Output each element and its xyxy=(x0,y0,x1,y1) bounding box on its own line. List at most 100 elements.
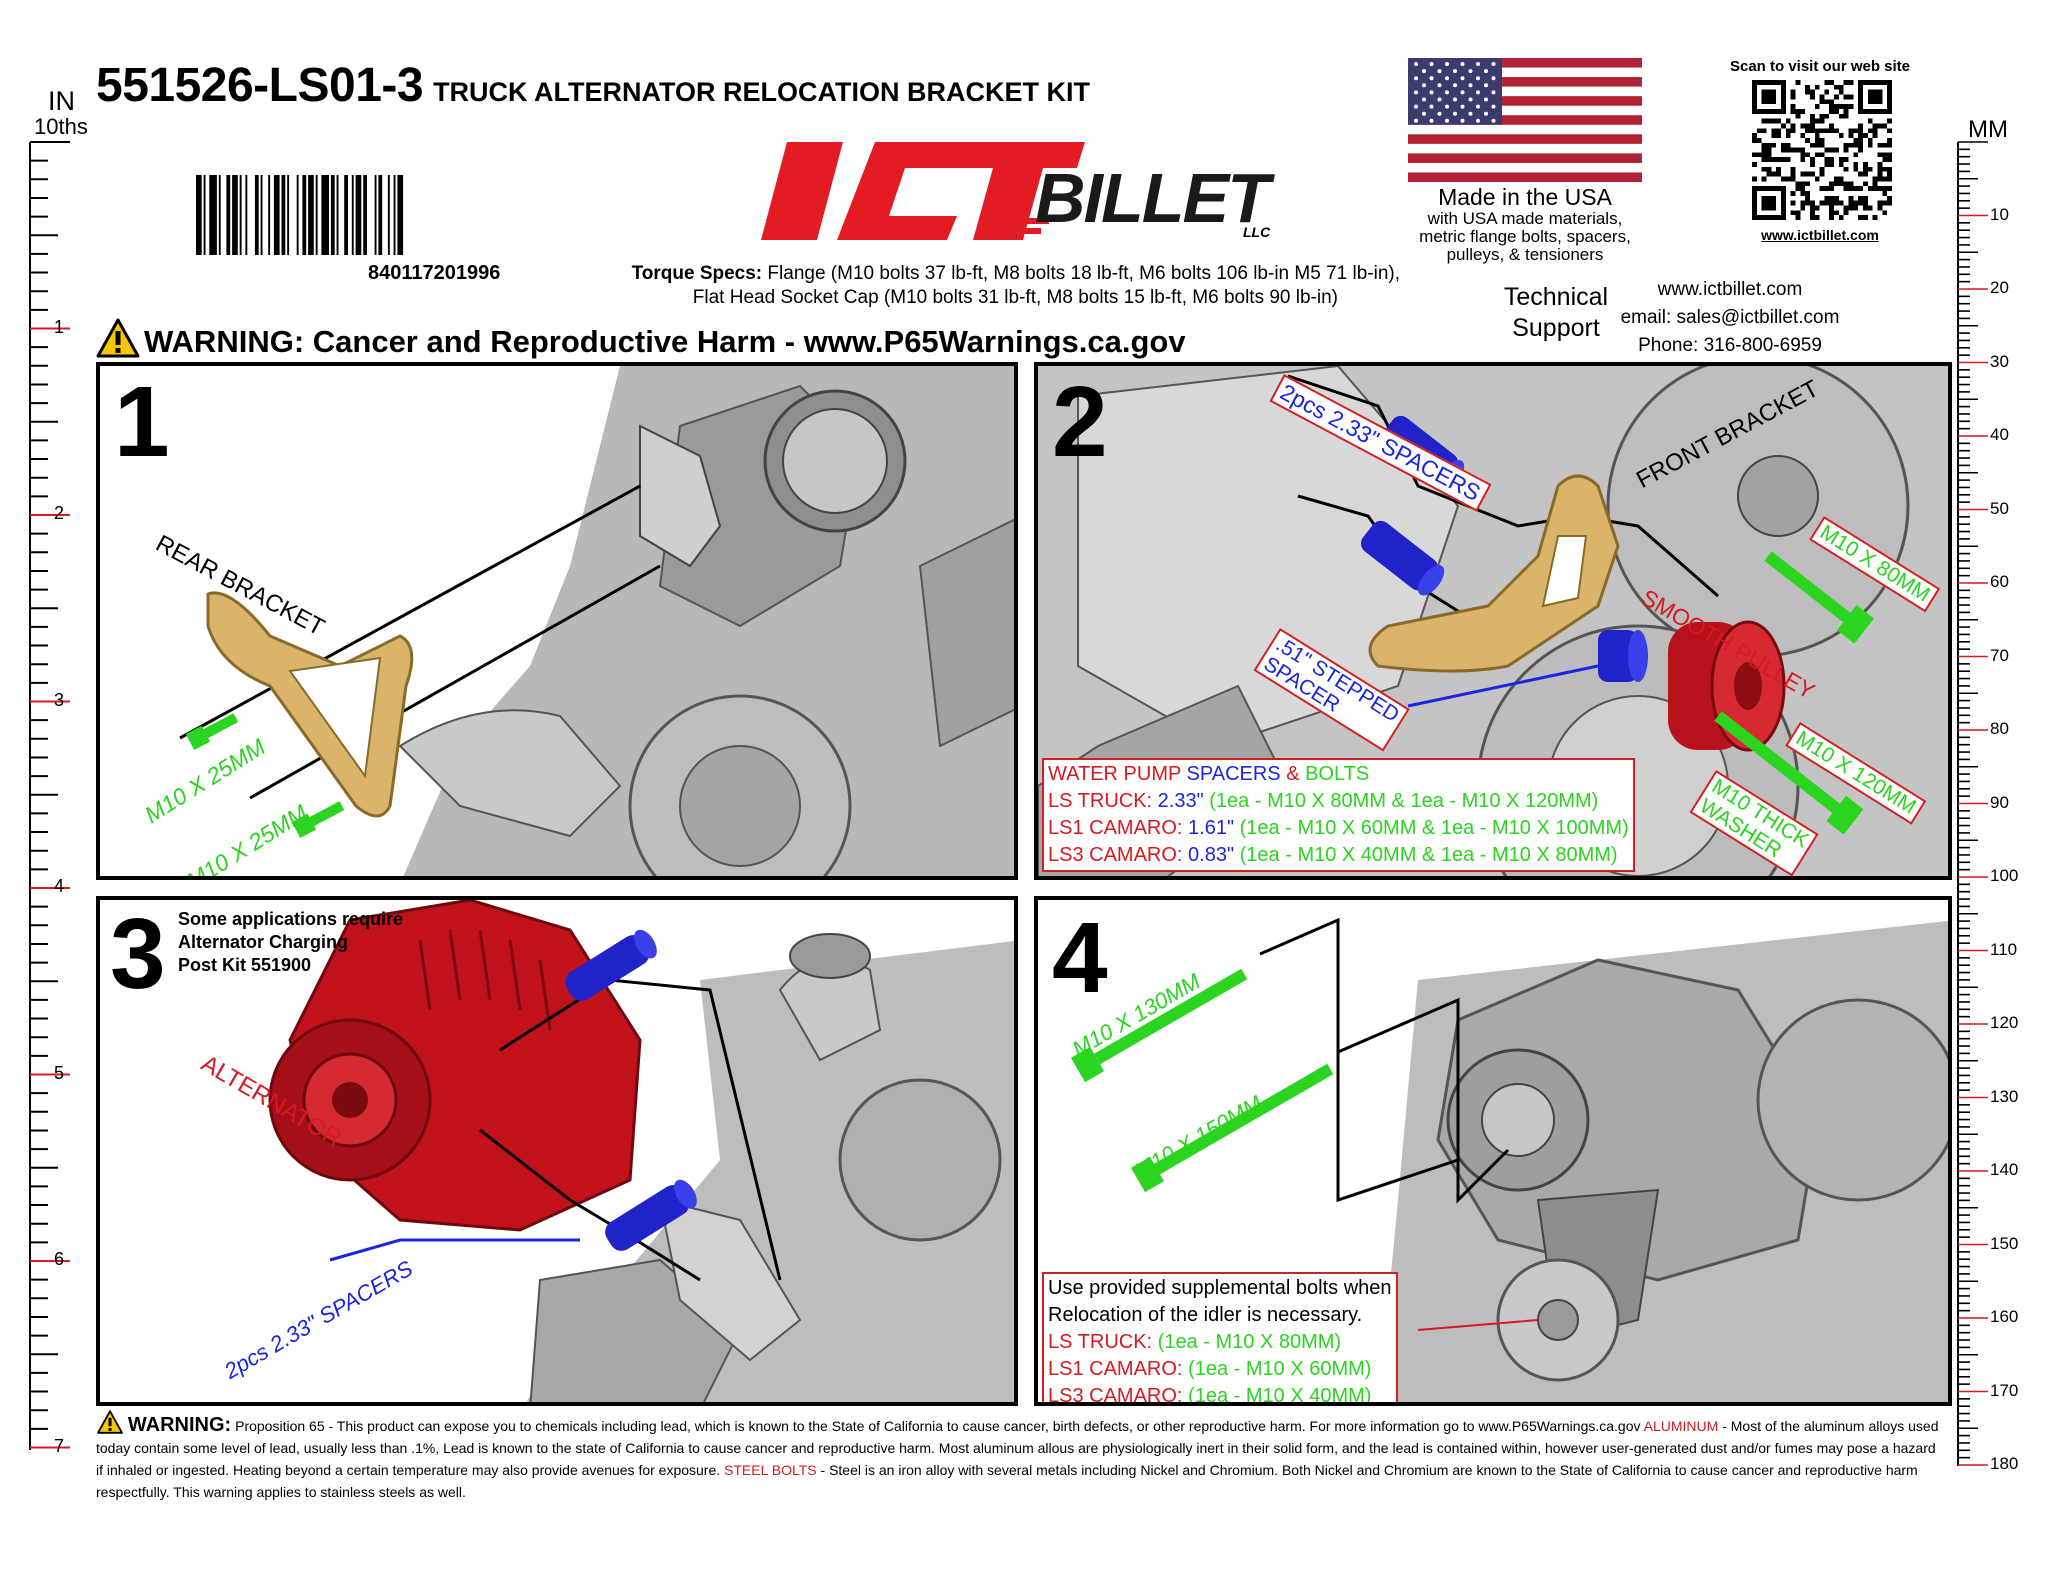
step-3-panel: 3 Some applications require Alternator C… xyxy=(96,896,1018,1406)
inch-tick-label: 4 xyxy=(54,876,65,896)
ict-billet-logo: BILLET LLC xyxy=(725,138,1335,248)
made-in-usa-title: Made in the USA xyxy=(1438,184,1612,210)
top-warning: WARNING: Cancer and Reproductive Harm - … xyxy=(96,318,1186,360)
step-2-panel: 2 2pcs 2.33" SPACERS FRONT BRACKET M10 X… xyxy=(1034,362,1952,880)
torque-label: Torque Specs: xyxy=(631,263,763,284)
step-1-panel: 1 REAR BRACKET M10 X 25MM M10 X 25MM xyxy=(96,362,1018,880)
made-detail-2: metric flange bolts, spacers, xyxy=(1419,227,1631,246)
step-4-panel: 4 M10 X 130MM M10 X 150MM Use provided s… xyxy=(1034,896,1952,1406)
table-row: LS TRUCK: (1ea - M10 X 80MM) xyxy=(1048,1331,1342,1353)
step-2-number: 2 xyxy=(1052,366,1108,478)
technical-support: Technical Support xyxy=(1476,282,1636,344)
top-warning-text: WARNING: Cancer and Reproductive Harm - … xyxy=(144,324,1186,359)
contact-info: www.ictbillet.com email: sales@ictbillet… xyxy=(1580,276,1880,360)
step-4-illustration xyxy=(1071,917,1948,1402)
logo-graphic xyxy=(761,142,1085,240)
note-line-1: Some applications require xyxy=(178,909,404,929)
charging-post-note: Some applications require Alternator Cha… xyxy=(178,908,403,977)
website-link[interactable]: www.ictbillet.com xyxy=(1657,279,1803,300)
step-3-illustration xyxy=(268,900,1014,1402)
mm-tick-label: 100 xyxy=(1990,866,2019,885)
phone-number: Phone: 316-800-6959 xyxy=(1638,335,1822,356)
warning-heading: WARNING: xyxy=(127,1414,232,1436)
inch-tick-label: 2 xyxy=(54,503,65,523)
step-3-number: 3 xyxy=(110,898,166,1010)
kit-title: TRUCK ALTERNATOR RELOCATION BRACKET KIT xyxy=(433,77,1091,107)
mm-tick-label: 50 xyxy=(1990,498,2009,518)
logo-billet-text: BILLET xyxy=(1035,159,1270,237)
made-detail-1: with USA made materials, xyxy=(1427,209,1623,228)
tech-support-line-2: Support xyxy=(1512,314,1600,342)
inch-ruler: IN 10ths 1 2 3 4 5 6 7 xyxy=(0,0,100,1583)
mm-tick-label: 110 xyxy=(1990,939,2018,959)
part-number: 551526-LS01-3 xyxy=(96,59,424,112)
barcode-number: 840117201996 xyxy=(368,262,501,284)
mm-tick-label: 160 xyxy=(1990,1307,2019,1326)
mm-tick-label: 150 xyxy=(1990,1233,2019,1253)
warning-text-1: Proposition 65 - This product can expose… xyxy=(235,1418,1641,1434)
mm-unit-label: MM xyxy=(1968,116,2008,143)
tenths-unit-label: 10ths xyxy=(34,114,88,139)
note-line-3: Post Kit 551900 xyxy=(178,955,312,975)
torque-line-1: Flange (M10 bolts 37 lb-ft, M8 bolts 18 … xyxy=(767,263,1400,284)
bolt-icon xyxy=(291,801,345,838)
mm-tick-label: 130 xyxy=(1990,1086,2019,1106)
step-1-illustration xyxy=(179,366,1014,876)
bolt-icon xyxy=(185,713,239,750)
mm-ruler: MM 10 20 30 40 50 60 70 80 90 100 110 120 130 140 150 1… xyxy=(1950,0,2048,1583)
made-detail-3: pulleys, & tensioners xyxy=(1446,245,1604,264)
inch-tick-label: 5 xyxy=(54,1062,65,1083)
inch-unit-label: IN xyxy=(48,86,75,116)
idler-note-2: Relocation of the idler is necessary. xyxy=(1048,1304,1363,1326)
email-link[interactable]: email: sales@ictbillet.com xyxy=(1620,307,1840,328)
mm-tick-label: 140 xyxy=(1990,1160,2019,1179)
qr-url-link[interactable]: www.ictbillet.com xyxy=(1761,227,1879,243)
table-row: LS1 CAMARO: (1ea - M10 X 60MM) xyxy=(1048,1358,1372,1380)
warning-triangle-icon xyxy=(96,318,140,358)
table-title: WATER PUMP SPACERS & BOLTS xyxy=(1048,763,1370,785)
table-row: LS3 CAMARO: (1ea - M10 X 40MM) xyxy=(1048,1385,1372,1406)
prop65-warning: WARNING: Proposition 65 - This product c… xyxy=(96,1410,1946,1503)
spacer-bolt-table: WATER PUMP SPACERS & BOLTS LS TRUCK: 2.3… xyxy=(1042,758,1635,872)
idler-bolt-table: Use provided supplemental bolts when Rel… xyxy=(1042,1272,1398,1406)
mm-tick-label: 10 xyxy=(1990,204,2009,224)
inch-ruler-ticks xyxy=(29,141,70,1450)
table-row: LS1 CAMARO: 1.61" (1ea - M10 X 60MM & 1e… xyxy=(1048,817,1629,839)
note-line-2: Alternator Charging xyxy=(178,932,349,952)
mm-tick-label: 180 xyxy=(1990,1454,2019,1473)
inch-tick-label: 1 xyxy=(54,316,65,337)
mm-ruler-ticks xyxy=(1957,141,1988,1466)
inch-tick-label: 7 xyxy=(54,1435,65,1456)
steel-bolts-label: STEEL BOLTS xyxy=(724,1462,817,1478)
sheet-title: 551526-LS01-3 TRUCK ALTERNATOR RELOCATION… xyxy=(96,58,1090,113)
us-flag-icon xyxy=(1408,58,1642,182)
mm-tick-label: 70 xyxy=(1990,645,2009,665)
mm-tick-label: 60 xyxy=(1990,572,2009,591)
inch-tick-label: 3 xyxy=(54,689,65,710)
mm-tick-label: 30 xyxy=(1990,351,2009,371)
mm-tick-label: 20 xyxy=(1990,278,2009,297)
warning-text-3: - Steel is an iron alloy with several me… xyxy=(96,1462,1918,1500)
torque-line-2: Flat Head Socket Cap (M10 bolts 31 lb-ft… xyxy=(692,287,1338,308)
made-in-usa: Made in the USA with USA made materials,… xyxy=(1380,184,1670,264)
step-1-number: 1 xyxy=(114,366,170,478)
aluminum-label: ALUMINUM xyxy=(1643,1418,1719,1434)
step-4-number: 4 xyxy=(1052,902,1108,1014)
barcode-icon xyxy=(196,175,404,255)
inch-tick-label: 6 xyxy=(54,1249,65,1269)
torque-specs: Torque Specs: Flange (M10 bolts 37 lb-ft… xyxy=(540,262,1400,310)
warning-triangle-icon xyxy=(97,1410,123,1434)
mm-tick-label: 40 xyxy=(1990,425,2009,444)
tech-support-line-1: Technical xyxy=(1503,283,1609,311)
table-row: LS3 CAMARO: 0.83" (1ea - M10 X 40MM & 1e… xyxy=(1048,844,1618,866)
warning-text-2: - Most of the aluminum alloys used today… xyxy=(96,1418,1939,1478)
mm-tick-label: 120 xyxy=(1990,1013,2019,1032)
qr-caption: Scan to visit our web site xyxy=(1729,58,1911,75)
table-row: LS TRUCK: 2.33" (1ea - M10 X 80MM & 1ea … xyxy=(1048,790,1599,812)
mm-tick-label: 170 xyxy=(1990,1380,2019,1400)
logo-llc-text: LLC xyxy=(1243,224,1271,240)
idler-note-1: Use provided supplemental bolts when xyxy=(1048,1277,1392,1299)
mm-tick-label: 80 xyxy=(1990,719,2009,738)
qr-code-icon[interactable] xyxy=(1752,80,1892,220)
mm-tick-label: 90 xyxy=(1990,792,2009,812)
